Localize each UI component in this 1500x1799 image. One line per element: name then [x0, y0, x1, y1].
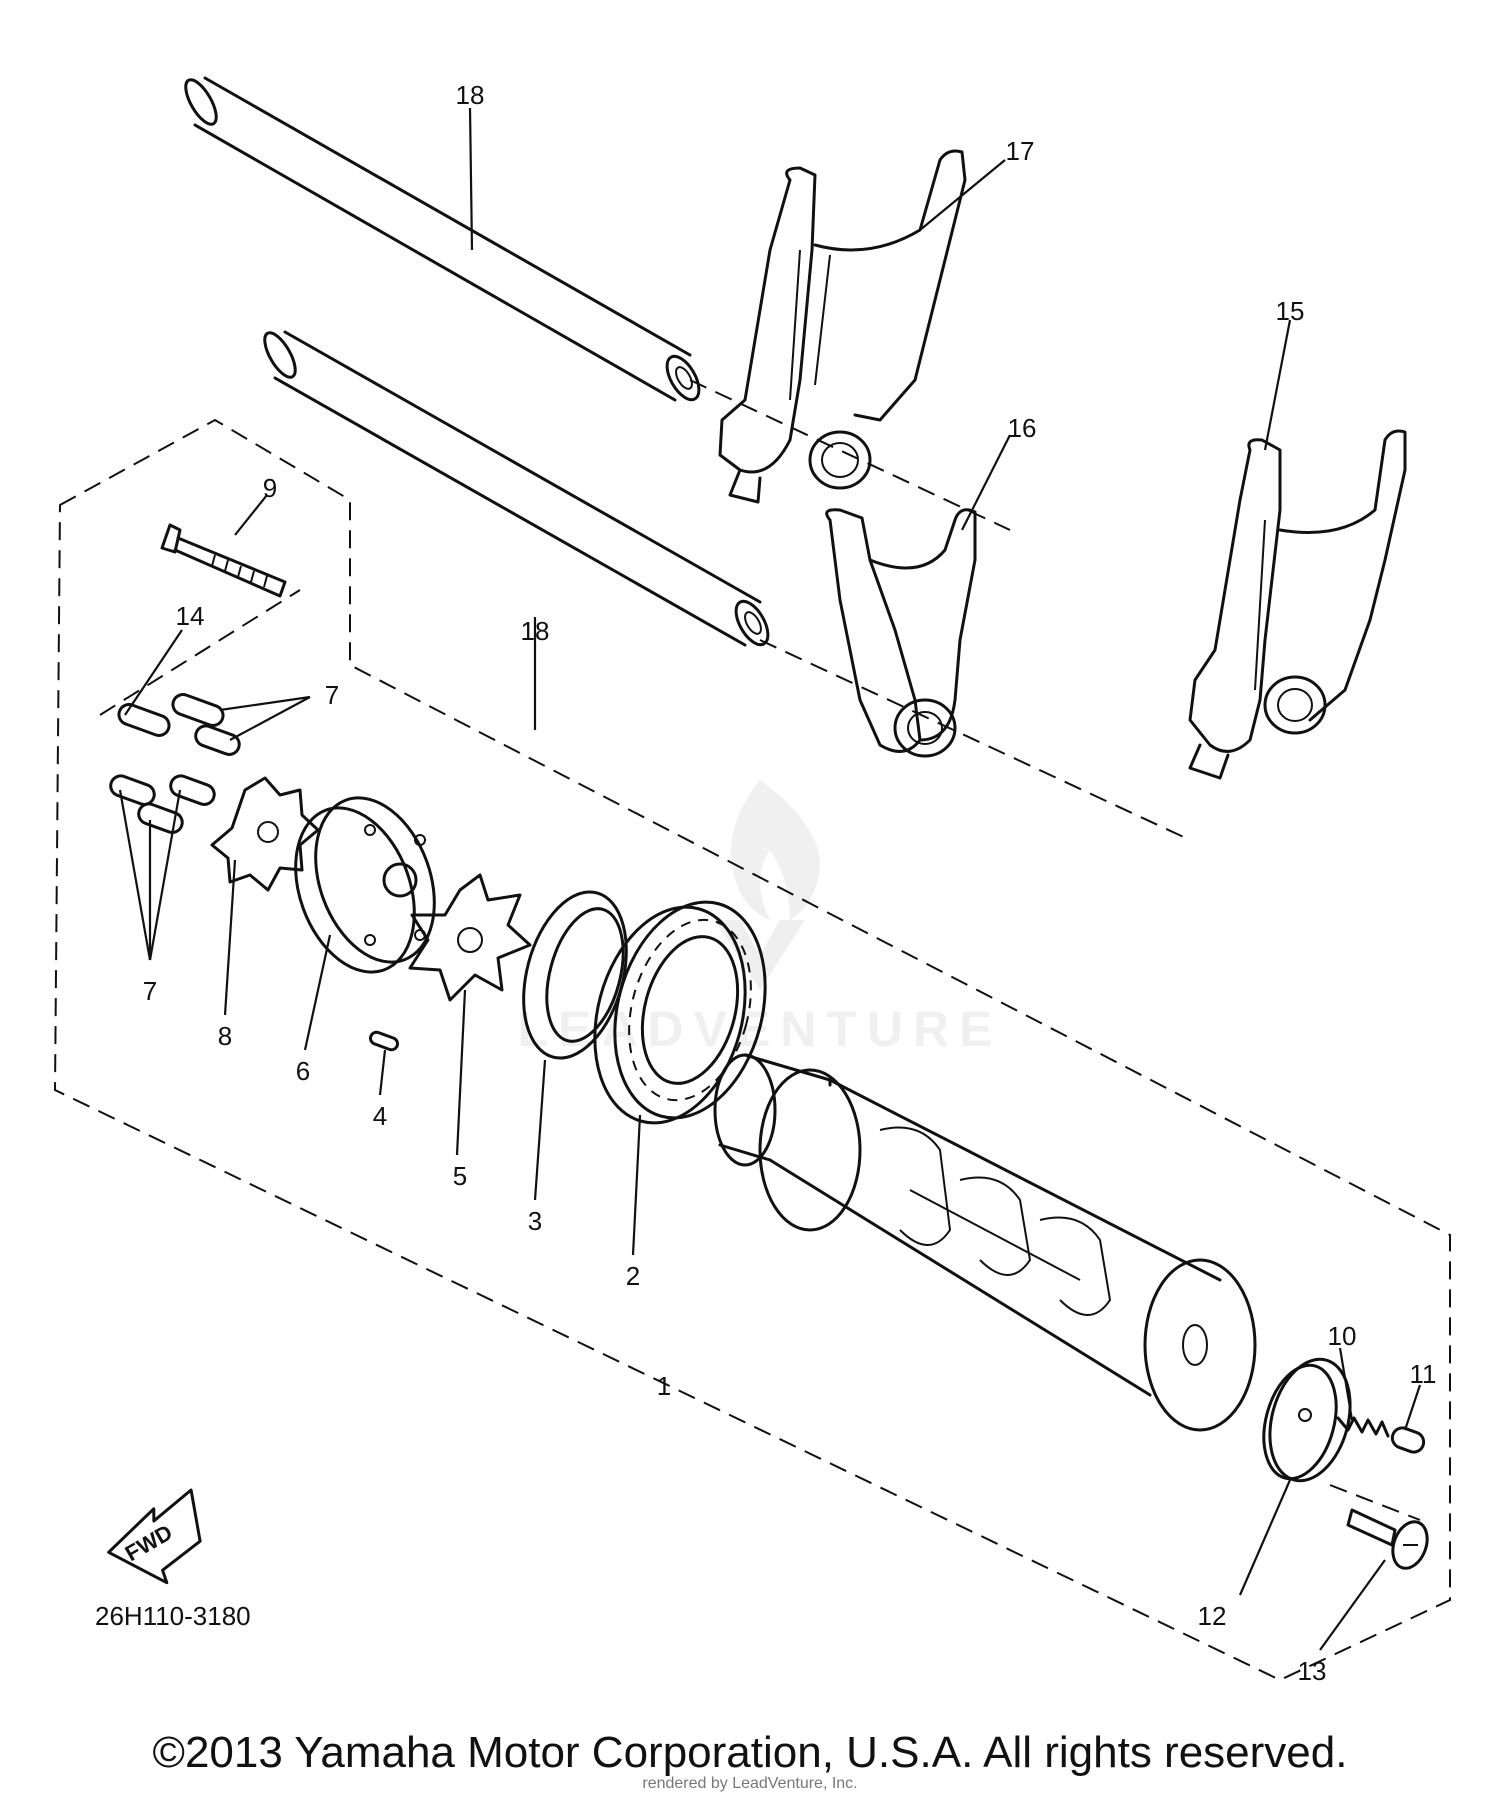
callout-17: 17: [1006, 136, 1035, 166]
callout-15: 15: [1276, 296, 1305, 326]
fwd-label: FWD: [121, 1519, 177, 1566]
drawing-code: 26H110-3180: [95, 1601, 251, 1631]
callout-8: 8: [218, 1021, 232, 1051]
watermark-text: LEADVENTURE: [517, 1001, 1003, 1057]
shift-fork-15: [1188, 429, 1407, 780]
callout-12: 12: [1198, 1601, 1227, 1631]
shift-drum-1: [713, 1053, 1257, 1432]
segment-6: [294, 796, 436, 974]
pin-4: [368, 1030, 400, 1052]
callout-3: 3: [528, 1206, 542, 1236]
callout-11: 11: [1410, 1359, 1437, 1389]
assembly-boundary: [53, 418, 1451, 1682]
shift-fork-16: [825, 508, 977, 758]
pins-14-7: [109, 693, 241, 834]
callout-9: 9: [263, 473, 277, 503]
shaft-alignment-line: [689, 379, 1011, 531]
callout-7-upper: 7: [325, 680, 339, 710]
screw-13: [1346, 1508, 1429, 1570]
callout-16: 16: [1008, 413, 1037, 443]
shift-fork-shaft-upper: [184, 76, 701, 402]
callout-4: 4: [373, 1101, 387, 1131]
sub-boundary-9-14: [99, 589, 301, 716]
callout-labels: 18 17 15 16 18 9 14 7 7 8 6 4 5 3 2 1 10…: [143, 80, 1437, 1686]
callout-18-upper: 18: [456, 80, 485, 110]
screw-9: [160, 523, 287, 598]
pin-11: [1390, 1426, 1426, 1454]
watermark-logo: [715, 780, 820, 990]
callout-1: 1: [657, 1371, 671, 1401]
leader-lines: [118, 107, 1422, 1651]
callout-5: 5: [453, 1161, 467, 1191]
copyright-notice: ©2013 Yamaha Motor Corporation, U.S.A. A…: [152, 1728, 1348, 1777]
callout-10: 10: [1328, 1321, 1357, 1351]
spring-10: [1336, 1416, 1390, 1438]
callout-18-lower: 18: [521, 616, 550, 646]
callout-6: 6: [296, 1056, 310, 1086]
callout-13: 13: [1298, 1656, 1327, 1686]
segment-8: [210, 776, 320, 892]
shift-fork-17: [718, 149, 967, 504]
callout-14: 14: [176, 601, 205, 631]
star-plate-5: [408, 873, 532, 1002]
bearing-2: [593, 900, 767, 1125]
shift-fork-shaft-lower: [263, 330, 770, 647]
stopper-plate-12: [1262, 1357, 1352, 1483]
shaft-alignment-line-lower: [759, 639, 1191, 841]
callout-2: 2: [626, 1261, 640, 1291]
render-credit: rendered by LeadVenture, Inc.: [642, 1775, 858, 1792]
fwd-arrow-icon: FWD: [107, 1488, 202, 1585]
callout-7-lower: 7: [143, 976, 157, 1006]
stopper-alignment-line: [1329, 1484, 1421, 1521]
